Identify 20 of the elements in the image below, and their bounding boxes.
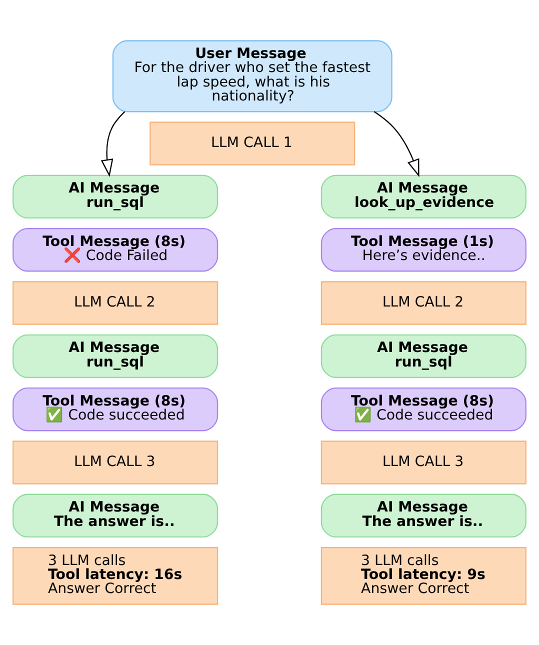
node-box: AI Message The answer is..	[320, 494, 526, 538]
node-box: LLM CALL 3	[320, 440, 526, 484]
node-box: LLM CALL 3	[12, 440, 218, 484]
node-box: Tool Message (8s) ❌ Code Failed	[12, 228, 218, 272]
node-box: AI Message run_sql	[12, 174, 218, 219]
node-box: Tool Message (8s) ✅ Code succeeded	[12, 387, 218, 432]
node-box: AI Message run_sql	[12, 334, 218, 378]
node-box: 3 LLM calls Tool latency: 9s Answer Correct	[320, 546, 526, 605]
node-box: LLM CALL 2	[320, 281, 526, 325]
node-box: User Message For the driver who set the fastest lap speed, what is his nationality?	[112, 40, 392, 112]
node-box: LLM CALL 2	[12, 281, 218, 325]
node-box: LLM CALL 1	[150, 122, 356, 166]
node-box: AI Message look_up_evidence	[320, 174, 526, 219]
arrow	[100, 111, 126, 177]
node-box: AI Message The answer is..	[12, 494, 218, 538]
node-box: Tool Message (1s) Here’s evidence..	[320, 228, 526, 272]
node-box: AI Message run_sql	[320, 334, 526, 378]
node-box: 3 LLM calls Tool latency: 16s Answer Correct	[12, 546, 218, 605]
arrow	[374, 111, 420, 178]
node-box: Tool Message (8s) ✅ Code succeeded	[320, 387, 526, 432]
